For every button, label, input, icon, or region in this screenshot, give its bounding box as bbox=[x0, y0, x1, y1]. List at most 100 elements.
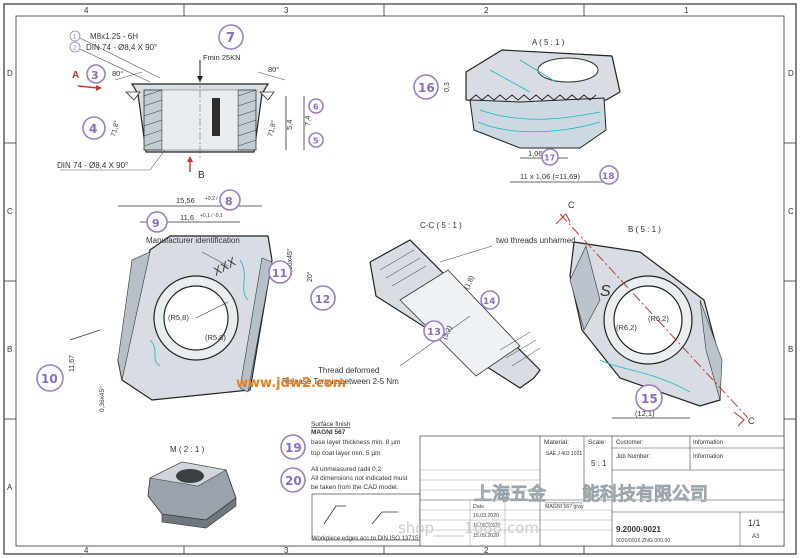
svg-text:7: 7 bbox=[226, 31, 235, 46]
view-a-title: A ( 5 : 1 ) bbox=[532, 38, 565, 47]
date-label: Date bbox=[473, 504, 484, 510]
section-view-top: 1 M8x1.25 - 6H 2 DIN 74 - Ø8,4 X 90° 80°… bbox=[57, 30, 312, 181]
row-label-c-right: C bbox=[788, 207, 794, 216]
force-note: Fmin 25KN bbox=[203, 53, 241, 62]
drawing-number: 9.2000-9021 bbox=[616, 525, 661, 534]
dim-11-67: 11,67 bbox=[69, 355, 76, 372]
cut-c-top: C bbox=[568, 200, 575, 210]
surface-name: MAGNI 567 bbox=[311, 429, 346, 436]
svg-text:5: 5 bbox=[313, 137, 319, 146]
scale-value: 5 : 1 bbox=[591, 459, 607, 468]
bubble-18: 18 bbox=[599, 165, 619, 185]
surface-title: Surface finish bbox=[311, 421, 351, 428]
radius-r6-2-b: (R6,2) bbox=[648, 314, 669, 323]
svg-text:8: 8 bbox=[225, 195, 233, 208]
material-label: Material: bbox=[544, 439, 569, 446]
title-block: Material: SAE J 403 1021 Scale: 5 : 1 Cu… bbox=[419, 435, 785, 547]
bubble-20: 20 bbox=[280, 467, 306, 493]
row-labels: D C B A D C B bbox=[7, 69, 794, 492]
bubble-3: 3 bbox=[86, 64, 106, 84]
view-b: B ( 5 : 1 ) S C C (R6,2) (R6,2) (12,1) bbox=[555, 200, 755, 427]
bubble-8: 8 bbox=[219, 189, 241, 211]
information-label: Information bbox=[693, 440, 723, 446]
note-marker-1 bbox=[69, 30, 81, 42]
row-label-d-right: D bbox=[788, 69, 794, 78]
svg-text:6: 6 bbox=[313, 103, 319, 112]
bubble-11: 11 bbox=[268, 260, 292, 284]
svg-text:19: 19 bbox=[285, 441, 302, 455]
view-m-title: M ( 2 : 1 ) bbox=[170, 445, 205, 454]
watermark-shop: shop____1688.com bbox=[398, 519, 539, 538]
bubble-5: 5 bbox=[308, 132, 324, 148]
view-b-title: B ( 5 : 1 ) bbox=[628, 225, 661, 234]
row-label-d: D bbox=[7, 69, 13, 78]
bubble-12: 12 bbox=[310, 285, 336, 311]
dim-chain: 11 x 1,06 (=11,69) bbox=[520, 172, 580, 181]
svg-text:3: 3 bbox=[91, 69, 99, 82]
dim-0-36-top: 0,36x45° bbox=[286, 248, 294, 276]
dim-15-56: 15,56 bbox=[176, 196, 195, 205]
bubble-10: 10 bbox=[36, 364, 64, 392]
row-label-b-right: B bbox=[788, 345, 793, 354]
row-label-a: A bbox=[7, 483, 13, 492]
col-label-3-bottom: 3 bbox=[284, 546, 289, 555]
column-ticks bbox=[4, 4, 796, 554]
dim-1-06: 1,06 bbox=[528, 149, 543, 158]
job-number-label: Job Number: bbox=[616, 454, 651, 460]
radii-note: All unmeasured radii 0,2 bbox=[311, 466, 381, 473]
bubble-15: 15 bbox=[635, 384, 663, 412]
two-threads-line1: two threads unharmed bbox=[496, 236, 576, 245]
dim-1-8: (1,8) bbox=[463, 275, 475, 291]
col-label-2-bottom: 2 bbox=[484, 546, 489, 555]
radius-r5-8-a: (R5,8) bbox=[168, 313, 189, 322]
thread-note: M8x1.25 - 6H bbox=[90, 32, 138, 41]
angle-80-left: 80° bbox=[112, 69, 123, 78]
view-a: A ( 5 : 1 ) 0,3 1,06 11 x 1,06 (=11,69) bbox=[444, 38, 621, 183]
col-label-1: 1 bbox=[684, 6, 689, 15]
note-marker-1-num: 1 bbox=[73, 35, 77, 41]
drawing-code: 9020/0916.ZNG.000.00 bbox=[616, 538, 670, 544]
view-m: M ( 2 : 1 ) bbox=[147, 445, 237, 529]
col-label-2: 2 bbox=[484, 6, 489, 15]
din-note: DIN 74 - Ø8,4 X 90° bbox=[86, 43, 157, 52]
row-label-c: C bbox=[7, 207, 13, 216]
date-1: 16.03.2020 bbox=[473, 513, 499, 519]
notes-block: Surface finish MAGNI 567 base layer thic… bbox=[311, 421, 421, 542]
dim-0-36-bottom: 0,36x45° bbox=[98, 386, 106, 412]
dim-11-6-tol: +0,1 / -0,1 bbox=[200, 213, 223, 219]
angle-71-left: 71,8° bbox=[109, 119, 121, 137]
bubble-13: 13 bbox=[423, 320, 445, 342]
view-a-letter: A bbox=[72, 70, 79, 81]
column-labels: 4 3 2 1 4 3 2 bbox=[84, 6, 689, 555]
bubble-14: 14 bbox=[480, 290, 500, 310]
svg-text:10: 10 bbox=[41, 372, 58, 386]
angle-80-right: 80° bbox=[268, 65, 279, 74]
col-label-3: 3 bbox=[284, 6, 289, 15]
dim-12-1: (12,1) bbox=[635, 409, 655, 418]
view-b-letter: B bbox=[198, 170, 205, 181]
dims-cad-note2: be taken from the CAD model. bbox=[311, 484, 399, 491]
date-2: 11.09.2020 bbox=[473, 523, 499, 529]
note-marker-2-num: 2 bbox=[73, 46, 77, 52]
top-layer: top coat layer min. 5 µm bbox=[311, 450, 381, 457]
col-label-4: 4 bbox=[84, 6, 89, 15]
dim-20-deg: 20° bbox=[306, 271, 314, 282]
dim-15-56-tol: +0,2 / -0,1 bbox=[205, 196, 228, 202]
dim-0-3: 0,3 bbox=[444, 82, 451, 92]
dim-5-4: 5,4 bbox=[285, 120, 294, 130]
col-label-4-bottom: 4 bbox=[84, 546, 89, 555]
svg-text:14: 14 bbox=[483, 297, 496, 307]
dims-cad-note: All dimensions not indicated must bbox=[311, 475, 408, 482]
bubble-7: 7 bbox=[218, 24, 244, 50]
dim-7-4: 7,4 bbox=[303, 116, 312, 126]
svg-text:11: 11 bbox=[272, 267, 287, 280]
svg-text:16: 16 bbox=[418, 81, 435, 95]
svg-text:9: 9 bbox=[152, 217, 160, 230]
thread-deformed: Thread deformed bbox=[318, 366, 379, 375]
svg-text:17: 17 bbox=[544, 154, 555, 163]
scale-label: Scale: bbox=[588, 439, 606, 446]
surface-line: MAGNI 567 gray bbox=[545, 504, 584, 510]
edge-symbol-box bbox=[311, 493, 421, 541]
